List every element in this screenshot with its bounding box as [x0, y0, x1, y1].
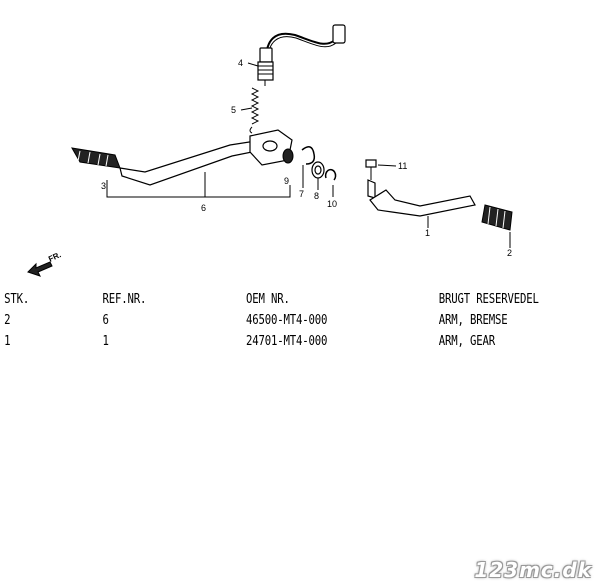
row-part-name: ARM, BREMSE	[438, 313, 508, 328]
header-ref-nr: REF.NR.	[102, 292, 147, 307]
washers-and-clips	[282, 146, 337, 181]
front-direction-arrow-icon: FR.	[27, 250, 63, 277]
callout-10: 10	[327, 199, 337, 209]
row-stk: 1	[4, 334, 11, 349]
row-oem-nr: 24701-MT4-000	[246, 334, 328, 349]
callout-9: 9	[284, 176, 289, 186]
callout-11: 11	[398, 161, 407, 171]
leader-lines	[106, 62, 511, 248]
header-stk: STK.	[4, 292, 30, 307]
header-part-name: BRUGT RESERVEDEL	[438, 292, 539, 307]
header-oem-nr: OEM NR.	[246, 292, 290, 307]
gear-shift-arm	[365, 159, 513, 231]
callout-8: 8	[314, 191, 319, 201]
direction-label: FR.	[47, 250, 62, 264]
callout-4: 4	[238, 58, 243, 68]
table-row[interactable]: 1 1 24701-MT4-000 ARM, GEAR	[0, 332, 495, 353]
row-oem-nr: 46500-MT4-000	[246, 313, 328, 328]
parts-exploded-diagram: 4 5 3 9 7 8 10 6 11 1 2 FR.	[27, 24, 513, 277]
table-header-row: STK. REF.NR. OEM NR. BRUGT RESERVEDEL	[0, 290, 539, 311]
watermark-logo: 123mc.dk	[474, 558, 592, 582]
brake-switch	[257, 24, 346, 86]
callout-1: 1	[425, 228, 430, 238]
parts-table: STK. REF.NR. OEM NR. BRUGT RESERVEDEL 2 …	[0, 290, 539, 353]
callout-5: 5	[231, 105, 236, 115]
row-part-name: ARM, GEAR	[438, 334, 495, 349]
callout-6: 6	[201, 203, 206, 213]
callout-numbers: 4 5 3 9 7 8 10 6 11 1 2	[101, 58, 512, 258]
brake-pedal-arm	[71, 129, 293, 186]
row-stk: 2	[4, 313, 11, 328]
callout-7: 7	[299, 189, 304, 199]
callout-2: 2	[507, 248, 512, 258]
row-ref-nr: 1	[102, 334, 109, 349]
return-spring	[249, 87, 260, 134]
table-row[interactable]: 2 6 46500-MT4-000 ARM, BREMSE	[0, 311, 508, 332]
callout-3: 3	[101, 181, 106, 191]
row-ref-nr: 6	[102, 313, 109, 328]
